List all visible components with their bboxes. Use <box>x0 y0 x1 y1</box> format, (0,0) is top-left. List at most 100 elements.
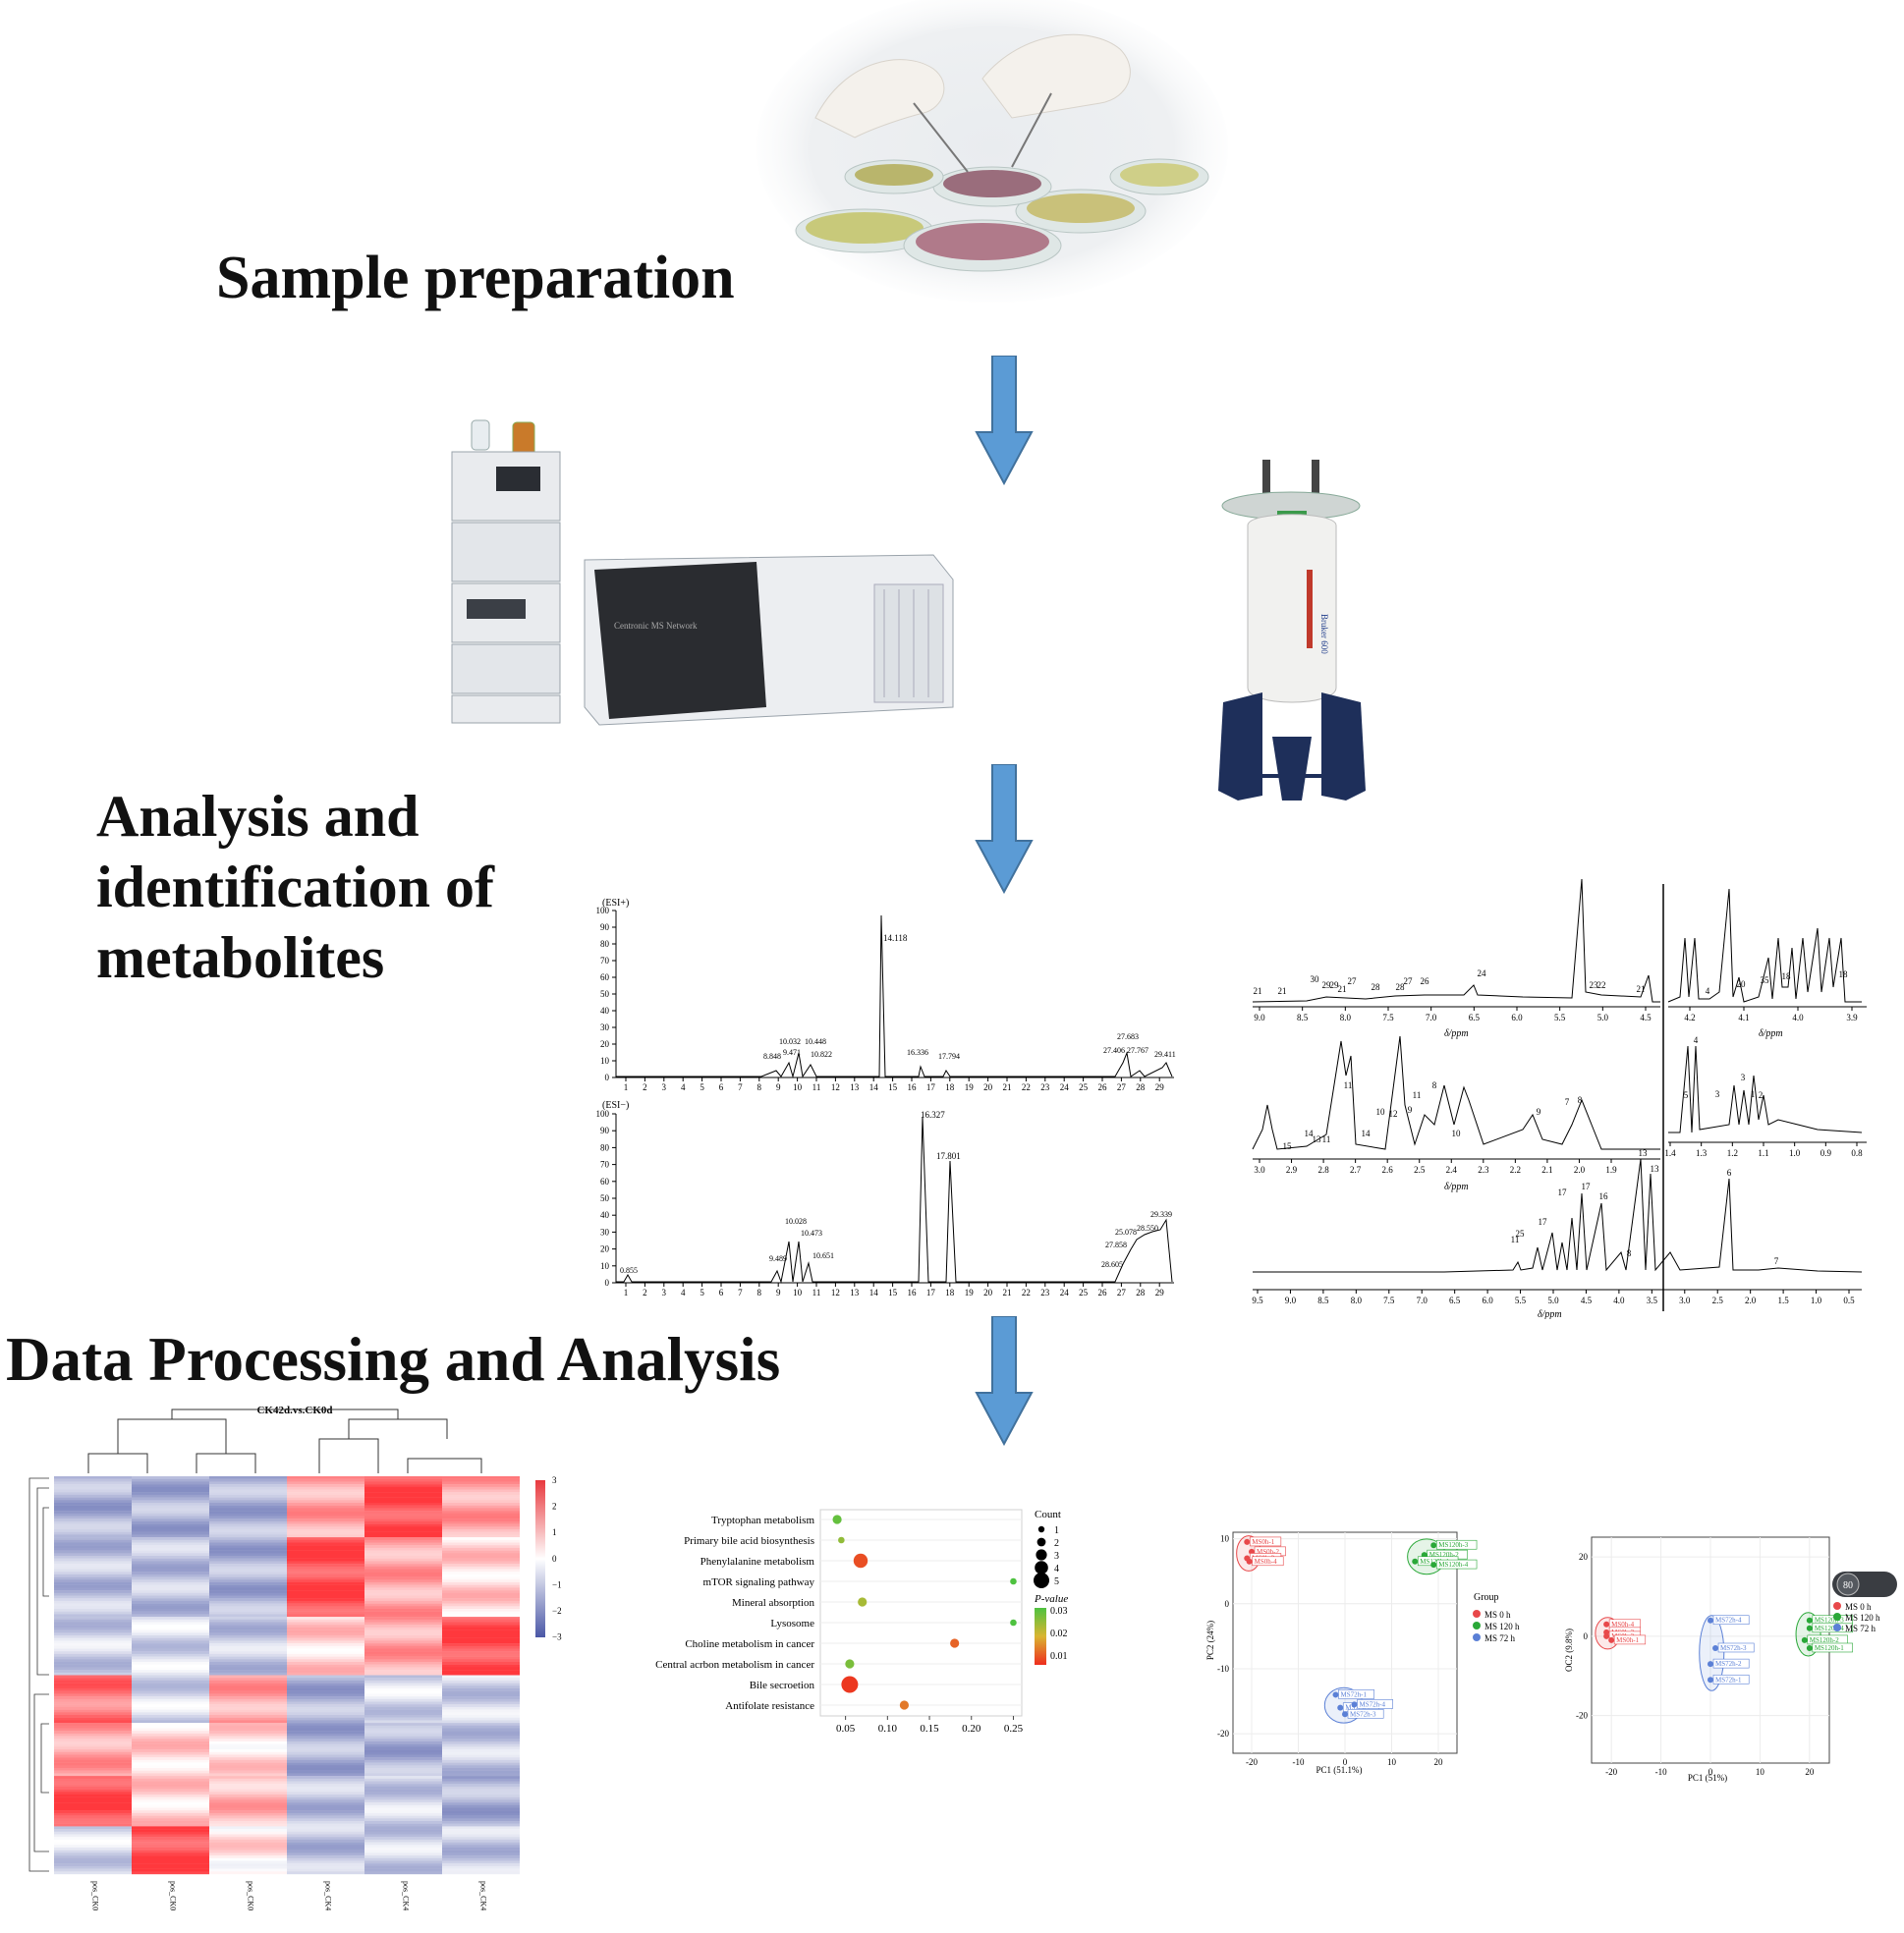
heatmap-cell <box>287 1733 364 1737</box>
heatmap-cell <box>287 1662 364 1665</box>
point-label-box <box>1347 1708 1384 1719</box>
heatmap-cell <box>442 1818 520 1822</box>
legend-swatch <box>1473 1622 1481 1629</box>
heatmap-cell <box>209 1648 287 1652</box>
x-tick-label: 2.2 <box>1510 1165 1521 1175</box>
heatmap-cell <box>442 1659 520 1663</box>
heatmap-cell <box>364 1792 442 1795</box>
heatmap-cell <box>209 1821 287 1824</box>
count-legend-label: 5 <box>1054 1576 1059 1587</box>
category-label: Bile secroetion <box>750 1680 815 1691</box>
heatmap-cell <box>209 1754 287 1758</box>
heatmap-cell <box>54 1720 132 1724</box>
heatmap-cell <box>442 1603 520 1607</box>
heatmap-cell <box>287 1701 364 1705</box>
heatmap-cell <box>442 1537 520 1540</box>
heatmap-cell <box>287 1823 364 1827</box>
esi-neg-trace <box>616 1116 1173 1284</box>
heatmap-cell <box>132 1789 209 1793</box>
heatmap-cell <box>54 1728 132 1732</box>
heatmap-cell <box>442 1670 520 1673</box>
heatmap-cell <box>54 1829 132 1832</box>
heatmap-cell <box>364 1865 442 1869</box>
heatmap-cell <box>54 1564 132 1567</box>
heatmap-cell <box>442 1653 520 1657</box>
count-legend-label: 1 <box>1054 1525 1059 1536</box>
pca-plot: MS0h-1MS0h-2MS0h-3MS0h-4MS120h-3MS120h-2… <box>1205 1531 1520 1775</box>
heatmap-cell <box>209 1497 287 1501</box>
row-dendrogram <box>28 1477 49 1872</box>
heatmap-cell <box>132 1516 209 1519</box>
heatmap-cell <box>132 1667 209 1671</box>
heatmap-cell <box>209 1723 287 1726</box>
instrument-label: Centronic MS Network <box>614 621 698 631</box>
heatmap-cell <box>132 1868 209 1872</box>
heatmap-cell <box>132 1508 209 1512</box>
heatmap-cell <box>54 1845 132 1849</box>
point-label: MS120h-2 <box>1810 1636 1839 1644</box>
heatmap-cell <box>287 1476 364 1479</box>
column-label: pos_CK42d_2 <box>479 1881 488 1910</box>
heatmap-cell <box>287 1656 364 1660</box>
heatmap-cell <box>364 1731 442 1735</box>
peak-label: 12 <box>1389 1109 1398 1119</box>
heatmap-cell <box>54 1821 132 1824</box>
heatmap-cell <box>364 1632 442 1636</box>
heatmap-cell <box>54 1574 132 1577</box>
heatmap-cell <box>364 1871 442 1875</box>
heatmap-cell <box>364 1497 442 1501</box>
heatmap-cell <box>54 1678 132 1682</box>
heatmap-cell <box>54 1582 132 1585</box>
x-tick-label: 4.0 <box>1613 1296 1625 1305</box>
peak-label: 17.794 <box>938 1052 960 1061</box>
heatmap-cell <box>209 1770 287 1774</box>
y-tick-label: 60 <box>600 1177 610 1187</box>
heatmap-cell <box>54 1754 132 1758</box>
heatmap-cell <box>54 1545 132 1549</box>
heatmap-cell <box>209 1598 287 1602</box>
x-tick-label: 0.9 <box>1820 1148 1832 1158</box>
heatmap-cell <box>287 1558 364 1562</box>
heatmap-cell <box>442 1558 520 1562</box>
x-tick-label: 2.8 <box>1317 1165 1329 1175</box>
pvalue-color-scale <box>1035 1608 1046 1665</box>
x-tick-label: 5.5 <box>1554 1013 1566 1022</box>
heatmap-cell <box>209 1606 287 1610</box>
bubble-point <box>1010 1619 1017 1627</box>
heatmap-cell <box>132 1848 209 1850</box>
heatmap-cell <box>364 1696 442 1699</box>
heatmap-cell <box>287 1497 364 1501</box>
x-tick-label: 6 <box>719 1288 724 1298</box>
point-label-box <box>1249 1536 1282 1547</box>
score-point <box>1603 1632 1610 1639</box>
heatmap-cell <box>132 1547 209 1551</box>
heatmap-cell <box>132 1850 209 1853</box>
peak-label: 21 <box>1338 984 1347 994</box>
heatmap-cell <box>132 1675 209 1679</box>
heatmap-cell <box>442 1839 520 1843</box>
heatmap-cell <box>209 1765 287 1769</box>
heatmap-cell <box>132 1860 209 1864</box>
heatmap-cell <box>442 1582 520 1585</box>
x-tick-label: 10 <box>793 1082 803 1092</box>
heatmap-cell <box>287 1547 364 1551</box>
x-tick-label: 10 <box>793 1288 803 1298</box>
peak-label: 6 <box>1727 1168 1732 1178</box>
heatmap-cell <box>287 1492 364 1496</box>
x-tick-label: 14 <box>869 1082 879 1092</box>
heatmap-cell <box>132 1765 209 1769</box>
x-tick-label: 4.2 <box>1684 1013 1695 1022</box>
x-tick-label: -10 <box>1655 1767 1667 1777</box>
heatmap-cell <box>54 1645 132 1649</box>
x-tick-label: 6.5 <box>1469 1013 1481 1022</box>
heatmap-cell <box>209 1757 287 1761</box>
x-tick-label: 3.0 <box>1679 1296 1691 1305</box>
heatmap-cell <box>287 1526 364 1530</box>
heatmap-cell <box>442 1848 520 1850</box>
heatmap-cell <box>364 1776 442 1779</box>
